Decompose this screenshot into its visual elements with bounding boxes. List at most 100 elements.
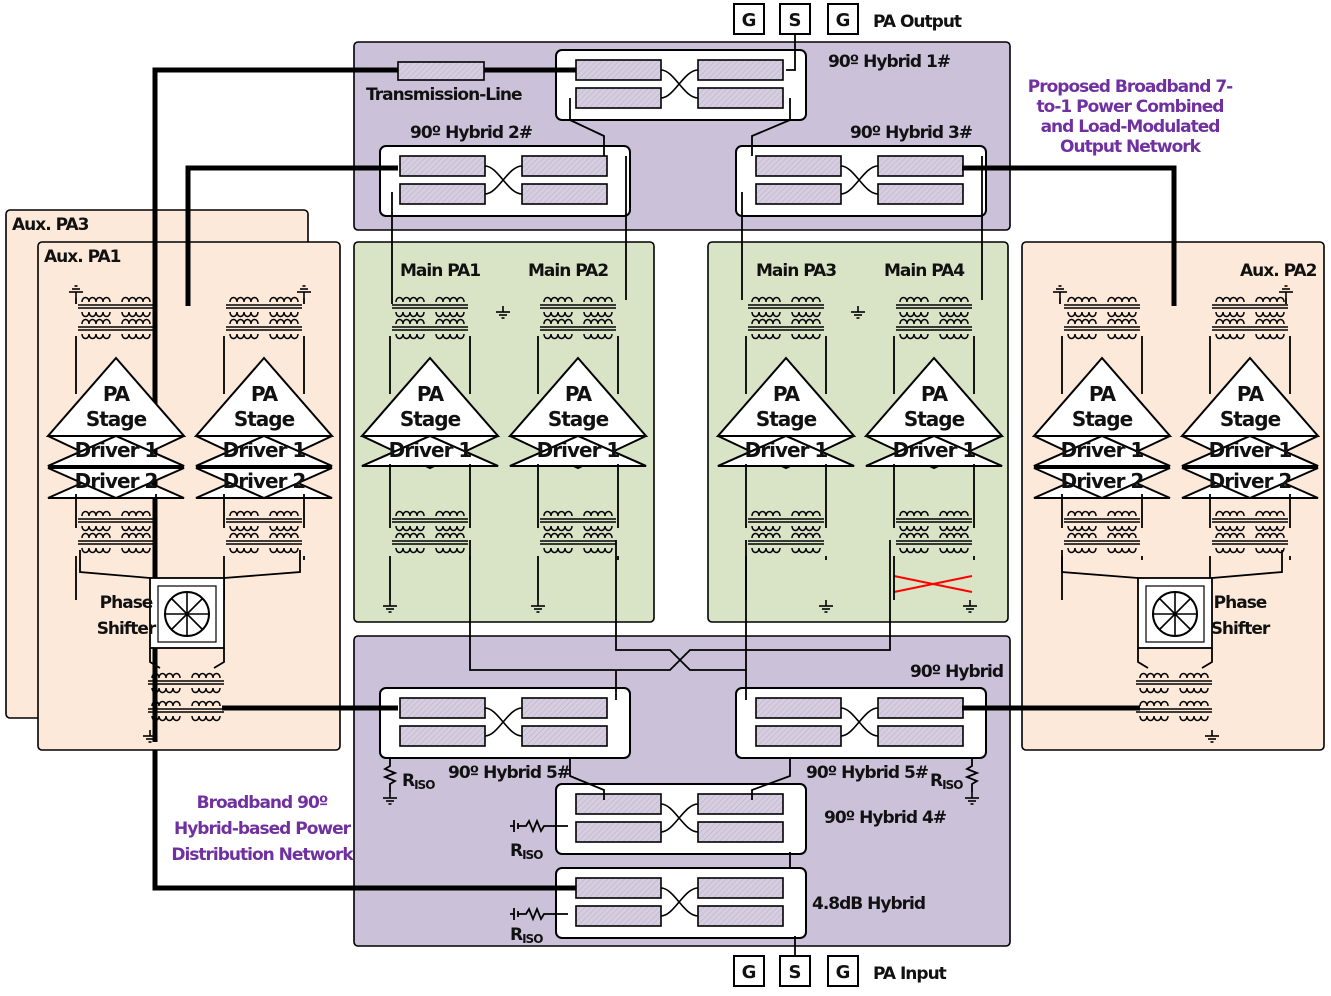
hybrid5-left-coupler — [379, 687, 631, 759]
pad-g-input-right: G — [836, 962, 851, 983]
hybrid1-label: 90º Hybrid 1# — [828, 52, 951, 72]
driver1-label: Driver 1 — [893, 438, 976, 462]
driver1-label: Driver 1 — [537, 438, 620, 462]
svg-text:Hybrid-based Power: Hybrid-based Power — [174, 819, 352, 839]
hybrid3-coupler — [735, 145, 987, 217]
hybrid5-left-label: 90º Hybrid 5# — [448, 763, 571, 783]
driver1-label: Driver 1 — [745, 438, 828, 462]
pad-s-input: S — [789, 962, 802, 983]
driver1-band — [509, 434, 647, 467]
riso-left: RISO — [382, 758, 436, 805]
driver1-band — [195, 434, 333, 467]
driver1-band — [717, 434, 855, 467]
hybrid-mid-label: 90º Hybrid — [910, 662, 1003, 682]
pa-label: PA — [417, 382, 445, 406]
main-pa1-label: Main PA1 — [400, 261, 480, 281]
hybrid4-coupler — [555, 783, 807, 855]
pa-output-label: PA Output — [873, 12, 962, 32]
aux-pa2-label: Aux. PA2 — [1240, 261, 1317, 281]
pa-input-label: PA Input — [873, 964, 947, 984]
svg-text:Phase: Phase — [1214, 593, 1267, 613]
driver1-band — [865, 434, 1003, 467]
interconnect-wiring — [152, 34, 1177, 956]
svg-text:Phase: Phase — [100, 593, 153, 613]
driver2-label: Driver 2 — [1061, 469, 1144, 493]
svg-text:Proposed Broadband 7-: Proposed Broadband 7- — [1028, 77, 1233, 97]
aux-pa1-label: Aux. PA1 — [44, 247, 121, 267]
transmission-line-label: Transmission-Line — [366, 85, 522, 105]
svg-text:Broadband 90º: Broadband 90º — [197, 793, 328, 813]
stage-label: Stage — [548, 407, 609, 431]
driver1-label: Driver 1 — [223, 438, 306, 462]
pad-g-input-left: G — [742, 962, 757, 983]
phase-shifter-right: Phase Shifter — [1137, 577, 1272, 649]
driver1-band — [1033, 434, 1171, 467]
input-pads: G S G PA Input — [733, 955, 948, 987]
driver1-band — [47, 434, 185, 467]
pad-g-output-right: G — [836, 10, 851, 31]
phase-shifter-wiring — [79, 550, 1283, 743]
riso-hybrid4: RISO — [510, 818, 568, 862]
hybrid48-coupler — [555, 867, 807, 939]
svg-text:RISO: RISO — [510, 841, 543, 862]
svg-text:and Load-Modulated: and Load-Modulated — [1041, 117, 1220, 137]
distribution-network-annotation: Broadband 90º Hybrid-based Power Distrib… — [171, 793, 355, 865]
hybrid48-label: 4.8dB Hybrid — [812, 894, 925, 914]
phase-shifter-left: Phase Shifter — [97, 577, 225, 649]
stage-label: Stage — [400, 407, 461, 431]
svg-text:RISO: RISO — [510, 925, 543, 946]
main-pa2-label: Main PA2 — [528, 261, 608, 281]
hybrid3-label: 90º Hybrid 3# — [850, 123, 973, 143]
hybrid1-coupler — [555, 49, 807, 121]
main-pa3-label: Main PA3 — [756, 261, 836, 281]
stage-label: Stage — [1072, 407, 1133, 431]
hybrid4-label: 90º Hybrid 4# — [824, 808, 947, 828]
hybrid5-right-coupler — [735, 687, 987, 759]
driver1-label: Driver 1 — [389, 438, 472, 462]
pa-label: PA — [921, 382, 949, 406]
svg-text:to-1 Power Combined: to-1 Power Combined — [1037, 97, 1224, 117]
stage-label: Stage — [234, 407, 295, 431]
svg-text:Distribution Network: Distribution Network — [171, 845, 354, 865]
transmission-line-segment — [397, 61, 485, 81]
stage-label: Stage — [86, 407, 147, 431]
hybrid2-label: 90º Hybrid 2# — [410, 123, 533, 143]
riso-hybrid48: RISO — [510, 906, 568, 946]
stage-label: Stage — [756, 407, 817, 431]
output-network-annotation: Proposed Broadband 7- to-1 Power Combine… — [1028, 77, 1234, 157]
svg-text:Output Network: Output Network — [1060, 137, 1202, 157]
pa-label: PA — [103, 382, 131, 406]
driver1-band — [361, 434, 499, 467]
driver2-triangle — [47, 467, 185, 500]
driver1-label: Driver 1 — [75, 438, 158, 462]
stage-label: Stage — [904, 407, 965, 431]
driver2-label: Driver 2 — [1209, 469, 1292, 493]
driver2-triangle — [1181, 467, 1319, 500]
output-pads: G S G PA Output — [733, 3, 963, 35]
main-pa12-region — [353, 241, 655, 623]
driver1-band — [1181, 434, 1319, 467]
svg-text:Shifter: Shifter — [97, 619, 157, 639]
stage-label: Stage — [1220, 407, 1281, 431]
pa-label: PA — [773, 382, 801, 406]
aux-pa3-label: Aux. PA3 — [12, 215, 89, 235]
riso-right: RISO — [930, 758, 980, 805]
pa-label: PA — [565, 382, 593, 406]
svg-text:RISO: RISO — [930, 771, 963, 792]
driver2-label: Driver 2 — [75, 469, 158, 493]
pa-label: PA — [251, 382, 279, 406]
driver1-label: Driver 1 — [1061, 438, 1144, 462]
driver2-label: Driver 2 — [223, 469, 306, 493]
main-pa34-region — [707, 241, 1009, 623]
svg-text:RISO: RISO — [402, 771, 435, 792]
driver2-triangle — [1033, 467, 1171, 500]
